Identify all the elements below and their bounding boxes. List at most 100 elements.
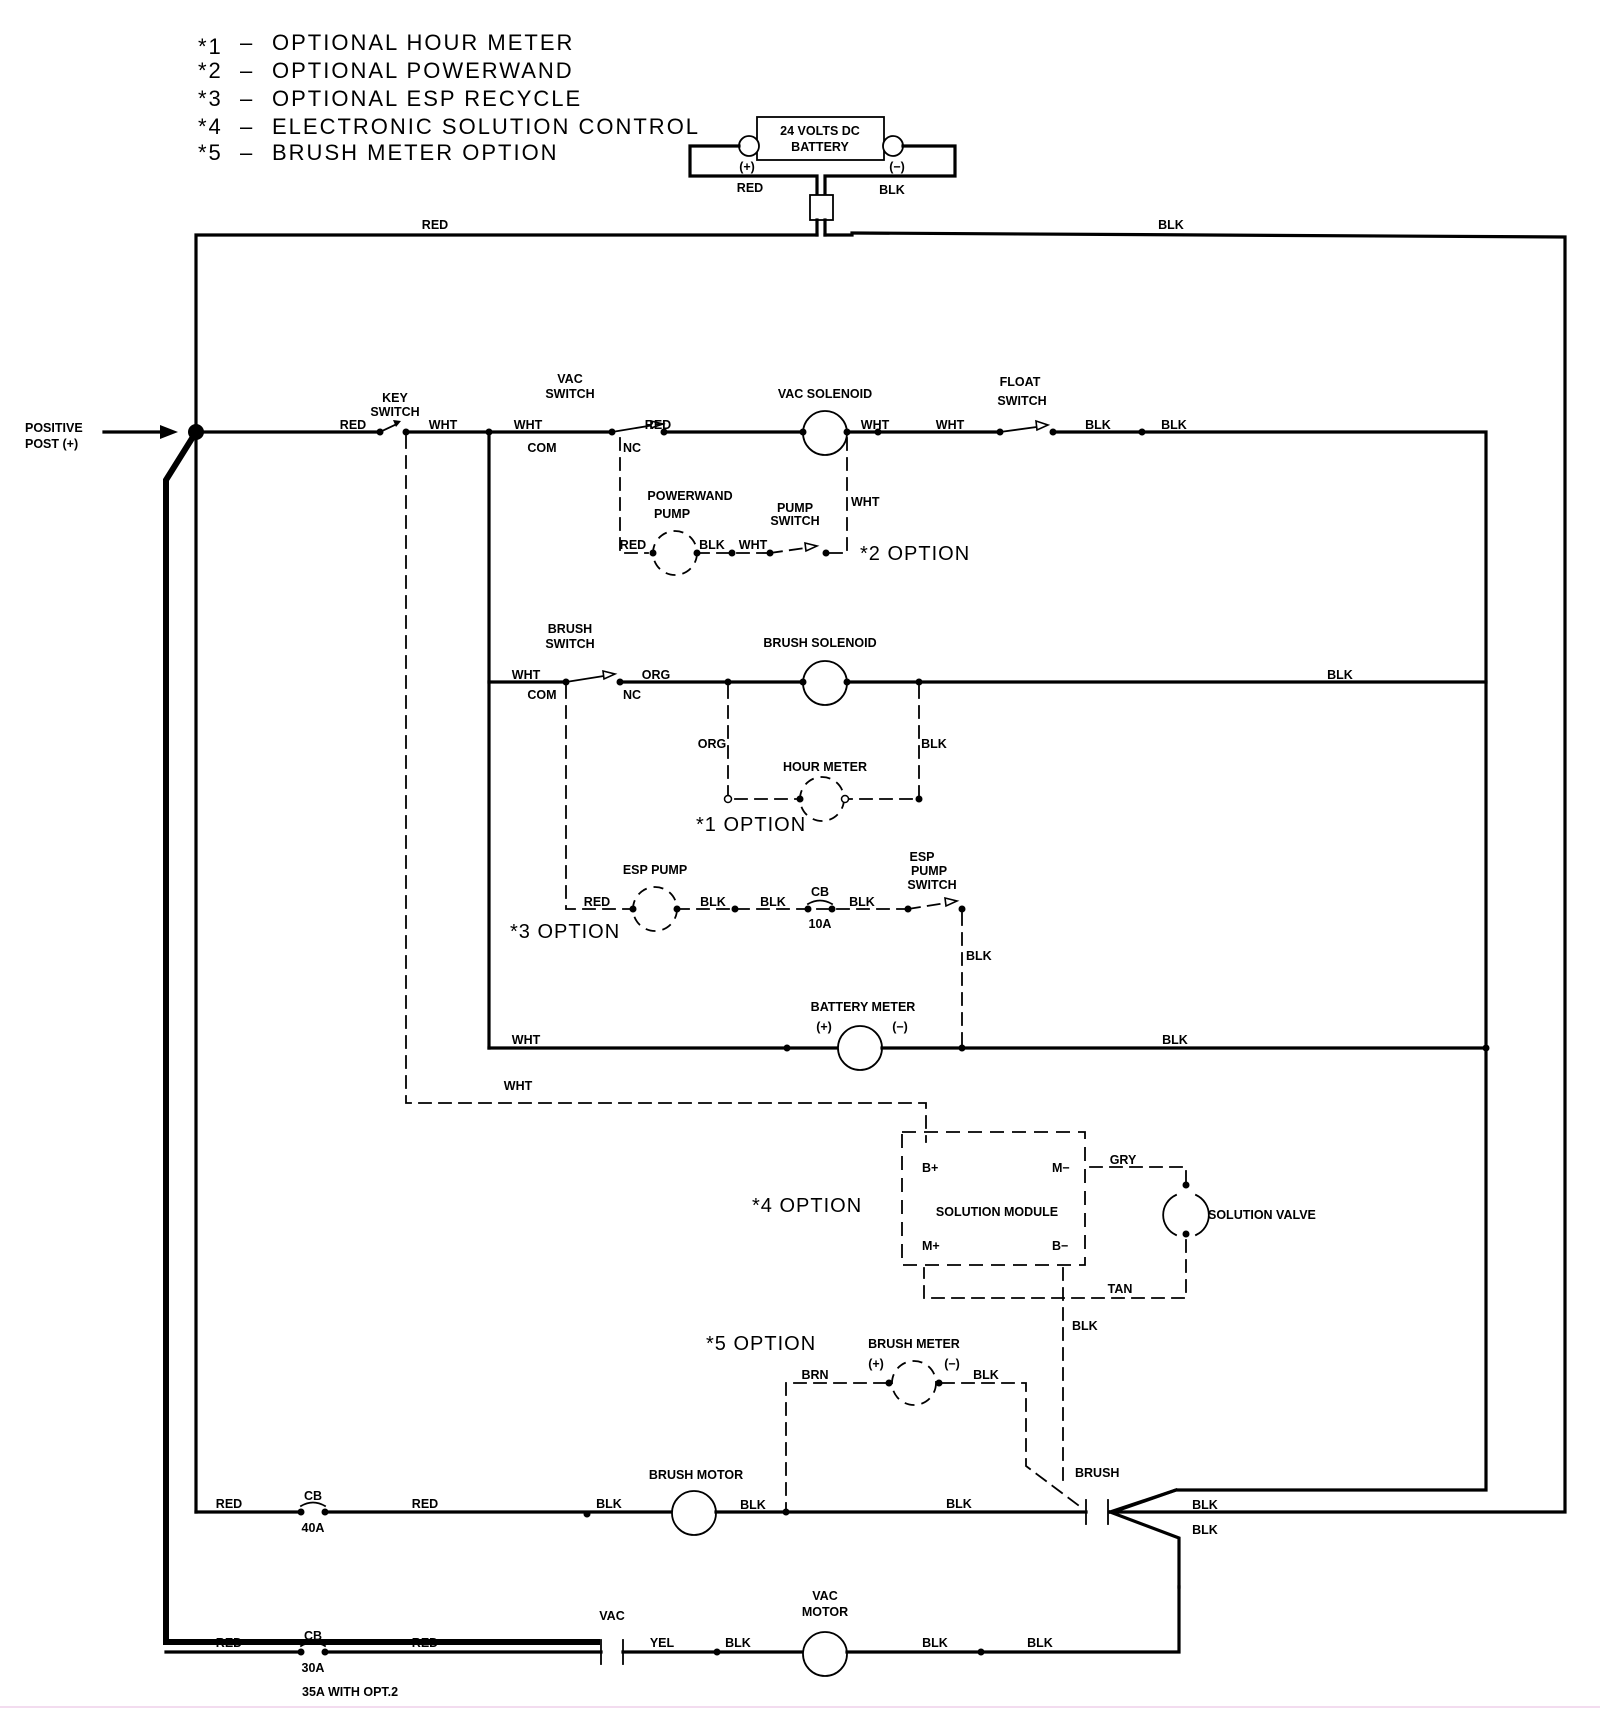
legend-key: *4 xyxy=(198,114,223,139)
wire-label: BLK xyxy=(1085,418,1111,432)
legend-key: *3 xyxy=(198,86,223,111)
option-label: *3 OPTION xyxy=(510,921,620,943)
esp-option: RED ESP PUMP BLK BLK CB 10A BLK ESP PUMP… xyxy=(510,685,992,1047)
terminal-label: NC xyxy=(623,441,641,455)
wire-label: BLK xyxy=(1072,1319,1098,1333)
terminal-dot xyxy=(799,428,807,436)
battery-label: BATTERY xyxy=(791,140,849,154)
terminal-dot xyxy=(1138,428,1146,436)
wire-label: BLK xyxy=(849,895,875,909)
terminal-label: B− xyxy=(1052,1239,1068,1253)
terminal-dot xyxy=(874,428,882,436)
terminal-dot xyxy=(731,905,739,913)
legend-text: OPTIONAL POWERWAND xyxy=(272,58,574,83)
legend-text: BRUSH METER OPTION xyxy=(272,140,559,165)
terminal-label: B+ xyxy=(922,1161,938,1175)
wire xyxy=(1107,1509,1181,1589)
wire-label: BLK xyxy=(725,1636,751,1650)
wire-label: WHT xyxy=(504,1079,533,1093)
terminal-dot xyxy=(796,795,804,803)
wire-label: BLK xyxy=(740,1498,766,1512)
wire xyxy=(847,685,920,800)
wire-label: WHT xyxy=(514,418,543,432)
component-label: BRUSH xyxy=(548,622,592,636)
vac-motor xyxy=(802,1631,848,1677)
wire-label: ORG xyxy=(698,737,726,751)
wire-label: BLK xyxy=(946,1497,972,1511)
legend-dash: – xyxy=(240,140,254,165)
option-label: *4 OPTION xyxy=(752,1195,862,1217)
terminal-label: NC xyxy=(623,688,641,702)
terminal-label: (−) xyxy=(892,1020,908,1034)
battery-pos-sign: (+) xyxy=(739,160,755,174)
wire xyxy=(1107,1487,1179,1515)
component-label: ESP PUMP xyxy=(623,863,687,877)
wire-label: BLK xyxy=(699,538,725,552)
battery-meter-row: WHT BATTERY METER (+) (−) BLK xyxy=(487,1000,1490,1071)
wire-label: RED xyxy=(216,1497,242,1511)
component-label: SWITCH xyxy=(997,394,1046,408)
wire-label: WHT xyxy=(739,538,768,552)
component-label: SWITCH xyxy=(545,637,594,651)
wire-label: BLK xyxy=(1027,1636,1053,1650)
solution-option: *4 OPTION B+ M− SOLUTION MODULE M+ B− GR… xyxy=(752,1131,1316,1481)
brush-motor xyxy=(671,1490,717,1536)
component-label: BATTERY METER xyxy=(811,1000,916,1014)
wire-label: BLK xyxy=(879,183,905,197)
wire-label: WHT xyxy=(429,418,458,432)
switch-arrow-icon xyxy=(602,669,618,681)
wire-label: BLK xyxy=(922,1636,948,1650)
terminal-dot xyxy=(629,905,637,913)
component-label: KEY xyxy=(382,391,408,405)
circuit-breaker-40a xyxy=(299,1501,327,1508)
terminal-dot xyxy=(724,678,732,686)
component-label: BRUSH xyxy=(1075,1466,1119,1480)
terminal-label: COM xyxy=(527,688,556,702)
wire-label: RED xyxy=(645,418,671,432)
wire xyxy=(619,437,649,554)
terminal-dot xyxy=(297,1508,305,1516)
brush-meter xyxy=(891,1360,937,1406)
vac-solenoid xyxy=(802,410,848,456)
esp-pump xyxy=(632,886,678,932)
wire-label: RED xyxy=(216,1636,242,1650)
wire-label: RED xyxy=(620,538,646,552)
component-label: PUMP xyxy=(654,507,690,521)
breaker-rating: 10A xyxy=(809,917,832,931)
wire-label: RED xyxy=(422,218,448,232)
breaker-rating: 40A xyxy=(302,1521,325,1535)
option-label: *1 OPTION xyxy=(696,814,806,836)
brush-meter-option: *5 OPTION BRUSH METER (+) (−) BRN BLK xyxy=(706,1333,1080,1513)
legend-dash: – xyxy=(240,86,254,111)
vac-row: RED KEY SWITCH WHT WHT COM VAC SWITCH NC… xyxy=(194,372,1187,456)
wire-label: RED xyxy=(412,1636,438,1650)
vac-switch xyxy=(610,423,656,434)
esp-pump-switch xyxy=(906,900,954,911)
battery-meter xyxy=(837,1025,883,1071)
wire-label: BLK xyxy=(1161,418,1187,432)
wire-label: WHT xyxy=(512,668,541,682)
wire-label: TAN xyxy=(1108,1282,1133,1296)
terminal-dot xyxy=(1482,1044,1490,1052)
wire-label: WHT xyxy=(512,1033,541,1047)
battery: 24 VOLTS DC BATTERY (+) (−) RED BLK xyxy=(688,116,957,237)
component-label: PUMP xyxy=(911,864,947,878)
scan-edge xyxy=(0,1706,1600,1708)
blk-inner-return xyxy=(1110,430,1488,1515)
wire-label: BLK xyxy=(1327,668,1353,682)
wire-label: WHT xyxy=(851,495,880,509)
breaker-label: CB xyxy=(811,885,829,899)
wire-label: BRN xyxy=(801,1368,828,1382)
pump-switch xyxy=(768,545,814,555)
terminal-label: M+ xyxy=(922,1239,940,1253)
component-label: VAC xyxy=(812,1589,837,1603)
hour-meter xyxy=(799,776,845,822)
terminal-dot xyxy=(840,794,850,804)
wire-label: ORG xyxy=(642,668,670,682)
wire-label: GRY xyxy=(1110,1153,1137,1167)
component-label: POWERWAND xyxy=(647,489,732,503)
wire xyxy=(923,1239,1187,1299)
wire xyxy=(727,685,797,800)
component-label: SWITCH xyxy=(545,387,594,401)
